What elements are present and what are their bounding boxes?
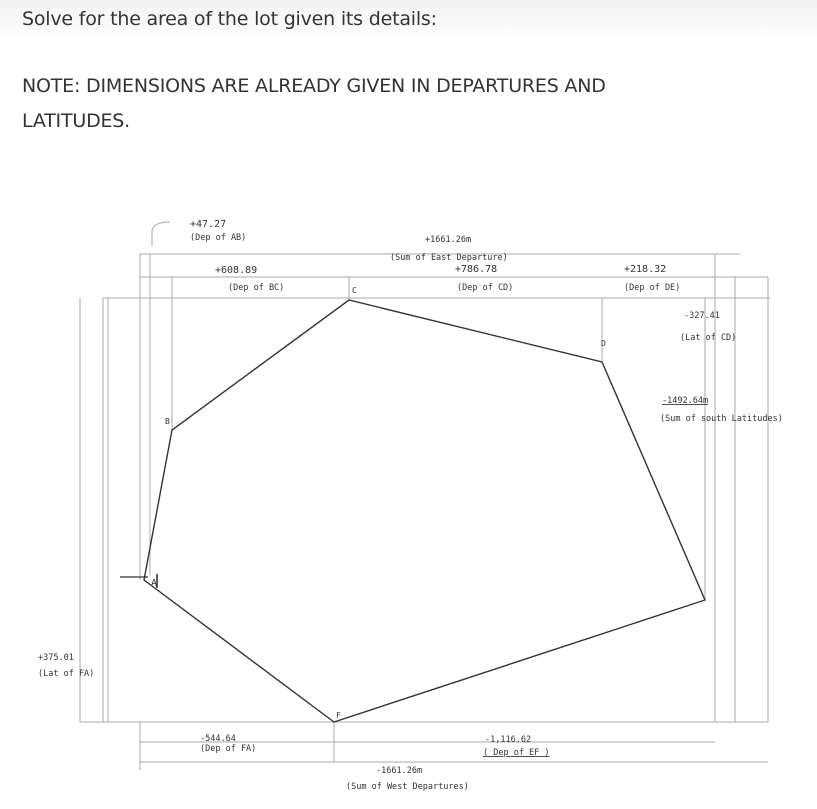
lat-cd-label: (Lat of CD) <box>680 333 736 343</box>
point-label-b: B <box>165 417 170 426</box>
dep-fa-value: -544.64 <box>200 734 236 744</box>
dep-ab-label: (Dep of AB) <box>190 233 246 243</box>
dep-de-label: (Dep of DE) <box>624 283 680 293</box>
dep-bc-value: +608.89 <box>215 265 257 276</box>
question-title: Solve for the area of the lot given its … <box>22 8 437 30</box>
note-line-1: NOTE: DIMENSIONS ARE ALREADY GIVEN IN DE… <box>22 75 606 97</box>
dim-bracket-ab <box>151 221 171 246</box>
point-label-f: F <box>336 711 341 720</box>
dep-cd-value: +786.78 <box>455 264 497 275</box>
east-sum-value: +1661.26m <box>425 235 471 245</box>
lat-fa-value: +375.01 <box>38 653 74 663</box>
lot-boundary <box>143 299 706 723</box>
point-label-c: C <box>352 286 357 295</box>
south-sum-label: (Sum of south Latitudes) <box>660 414 783 424</box>
dep-cd-label: (Dep of CD) <box>457 283 513 293</box>
west-sum-value: -1661.26m <box>376 766 422 776</box>
note-line-2: LATITUDES. <box>22 110 131 132</box>
dep-bc-label: (Dep of BC) <box>228 283 284 293</box>
dep-ab-value: +47.27 <box>190 219 226 230</box>
west-sum-label: (Sum of West Departures) <box>346 782 469 792</box>
dimension-lines <box>79 221 770 770</box>
point-label-d: D <box>601 339 606 348</box>
point-label-a: A <box>151 578 157 589</box>
south-sum-value: -1492.64m <box>662 396 708 406</box>
header-band <box>0 0 817 44</box>
dep-de-value: +218.32 <box>624 264 666 275</box>
east-sum-label: (Sum of East Departure) <box>390 253 508 263</box>
dep-ef-label: ( Dep of EF ) <box>483 748 550 758</box>
lat-cd-value: -327.41 <box>684 311 720 321</box>
dep-ef-value: -1,116.62 <box>485 735 531 745</box>
dep-fa-label: (Dep of FA) <box>200 744 256 754</box>
lat-fa-label: (Lat of FA) <box>38 669 94 679</box>
